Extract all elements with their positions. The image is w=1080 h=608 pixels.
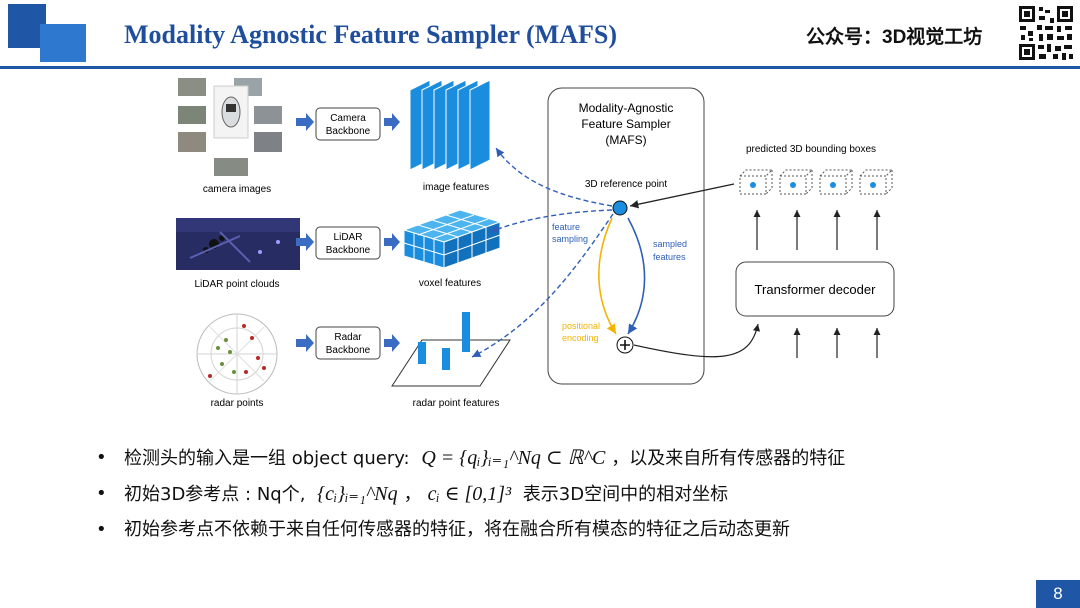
decoder-input-arrows	[793, 328, 881, 358]
svg-text:Feature Sampler: Feature Sampler	[581, 117, 670, 131]
ref-point-range-formula: cᵢ ∈ [0,1]³	[427, 483, 512, 505]
voxel-feature-grid	[402, 209, 502, 269]
camera-backbone-box: Camera Backbone	[315, 107, 381, 141]
svg-text:Backbone: Backbone	[326, 126, 371, 137]
positional-encoding-label-2: encoding	[562, 333, 599, 343]
bullet-1-tail: ，以及来自所有传感器的特征	[611, 448, 846, 469]
sampled-features-label: sampled	[653, 239, 687, 249]
reference-point	[612, 200, 628, 216]
sampling-arrows	[471, 147, 614, 358]
mafs-box: Modality-Agnostic Feature Sampler (MAFS)…	[547, 87, 705, 385]
radar-backbone-box: Radar Backbone	[315, 326, 381, 360]
bullet-list: 检测头的输入是一组 object query: Q = {qᵢ}ᵢ₌₁^Nq ⊂…	[96, 440, 996, 548]
bullet-2-sep: ，	[403, 484, 422, 505]
bullet-3-text: 初始参考点不依赖于来自任何传感器的特征，将在融合所有模态的特征之后动态更新	[124, 519, 790, 540]
svg-text:Backbone: Backbone	[326, 345, 371, 356]
logo-block-dark	[8, 4, 46, 48]
svg-text:LiDAR: LiDAR	[334, 232, 363, 243]
lidar-label: LiDAR point clouds	[194, 279, 279, 290]
input-arrows	[296, 113, 314, 352]
sampled-features-arrow	[627, 217, 646, 335]
bullet-item-1: 检测头的输入是一组 object query: Q = {qᵢ}ᵢ₌₁^Nq ⊂…	[96, 440, 996, 476]
svg-text:Backbone: Backbone	[326, 245, 371, 256]
bullet-item-2: 初始3D参考点 : Nq个, {cᵢ}ᵢ₌₁^Nq，cᵢ ∈ [0,1]³ 表示…	[96, 476, 996, 512]
page-number: 8	[1036, 580, 1080, 608]
camera-images	[178, 78, 282, 176]
logo-block-light	[40, 24, 86, 62]
radar-points-label: radar points	[211, 398, 264, 409]
image-features-label: image features	[423, 182, 489, 193]
transformer-decoder-box: Transformer decoder	[735, 261, 895, 317]
ref-point-set-formula: {cᵢ}ᵢ₌₁^Nq	[317, 483, 398, 505]
title-rule	[0, 66, 1080, 69]
image-feature-stack	[409, 79, 491, 171]
bullet-1-text: 检测头的输入是一组 object query:	[124, 448, 416, 469]
brand-label: 公众号：3D视觉工坊	[806, 27, 983, 48]
boxes-to-ref-arrow	[629, 183, 735, 209]
svg-text:Modality-Agnostic: Modality-Agnostic	[579, 101, 674, 115]
bullet-2-text: 初始3D参考点 : Nq个,	[124, 484, 312, 505]
camera-images-label: camera images	[203, 184, 271, 195]
positional-encoding-arrow	[598, 217, 617, 335]
feature-sampling-label: feature	[552, 222, 580, 232]
sum-to-decoder-arrow	[633, 323, 761, 358]
svg-text:3D reference point: 3D reference point	[585, 179, 667, 190]
object-query-formula: Q = {qᵢ}ᵢ₌₁^Nq ⊂ ℝ^C	[421, 447, 606, 469]
bullet-item-3: 初始参考点不依赖于来自任何传感器的特征，将在融合所有模态的特征之后动态更新	[96, 512, 996, 548]
radar-feature-plane	[391, 312, 511, 387]
mafs-diagram: camera images LiDAR point clouds radar p…	[176, 78, 895, 409]
radar-points	[196, 313, 278, 395]
lidar-point-cloud	[176, 218, 300, 270]
svg-text:Radar: Radar	[334, 332, 362, 343]
radar-features-label: radar point features	[413, 398, 500, 409]
lidar-backbone-box: LiDAR Backbone	[315, 226, 381, 260]
decoder-output-arrows	[753, 210, 881, 250]
svg-text:Camera: Camera	[330, 113, 366, 124]
feature-sampling-label-2: sampling	[552, 234, 588, 244]
svg-text:(MAFS): (MAFS)	[605, 133, 646, 147]
bullet-2-tail: 表示3D空间中的相对坐标	[517, 484, 729, 505]
qr-code-icon	[1017, 4, 1075, 62]
positional-encoding-label: positional	[562, 321, 600, 331]
svg-text:Transformer decoder: Transformer decoder	[755, 282, 877, 297]
pred-boxes-label: predicted 3D bounding boxes	[746, 144, 876, 155]
predicted-box-icons	[739, 169, 894, 195]
slide-title: Modality Agnostic Feature Sampler (MAFS)	[124, 20, 617, 49]
sampled-features-label-2: features	[653, 252, 686, 262]
sum-node	[616, 336, 634, 354]
voxel-features-label: voxel features	[419, 278, 481, 289]
backbone-arrows	[384, 113, 400, 352]
